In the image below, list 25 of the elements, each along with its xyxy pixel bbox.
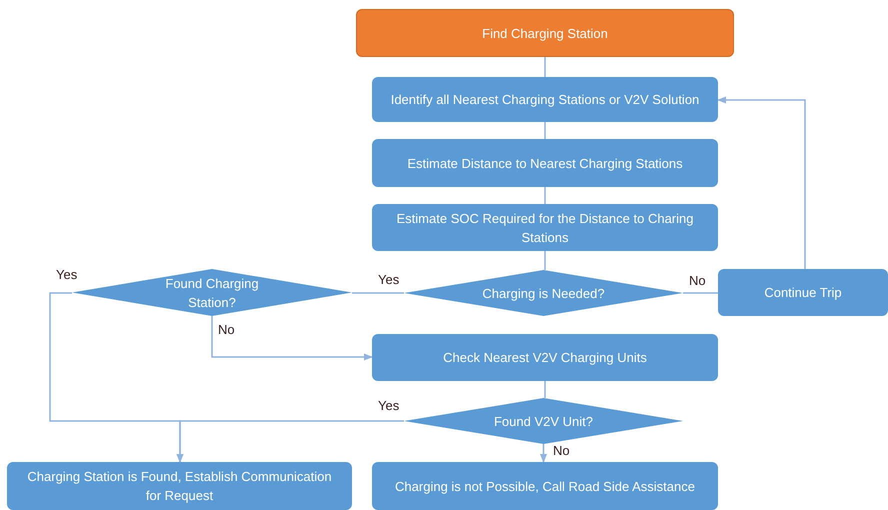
- node-text: Found V2V Unit?: [492, 412, 594, 430]
- node-text: Continue Trip: [763, 284, 843, 302]
- process-box: [372, 77, 718, 122]
- node-text: Found Charging Station?: [164, 274, 260, 312]
- connector-arrow: [540, 444, 548, 463]
- node-text: Estimate Distance to Nearest Charging Stations: [406, 154, 684, 172]
- decision-diamond: [404, 398, 683, 444]
- process-box: [372, 139, 718, 187]
- decision-diamond: [404, 270, 683, 316]
- node-text: Charging is not Possible, Call Road Side Assistance: [394, 478, 696, 496]
- process-box: [372, 334, 718, 381]
- process-box: [718, 269, 888, 316]
- node-text: Check Nearest V2V Charging Units: [442, 349, 648, 367]
- connector-arrow: [211, 316, 373, 361]
- connector-arrow: [717, 96, 806, 269]
- node-text: Find Charging Station: [481, 24, 609, 42]
- process-box: [372, 462, 718, 510]
- node-text: Identify all Nearest Charging Stations or V2V Solution: [390, 91, 700, 109]
- node-text: Estimate SOC Required for the Distance to Charing Stations: [396, 210, 694, 246]
- connector-arrow: [176, 420, 404, 463]
- process-box: [372, 204, 718, 251]
- node-text: Charging Station is Found, Establish Communication for Request: [26, 468, 333, 505]
- start-box: [356, 9, 734, 57]
- process-box: [7, 462, 352, 510]
- node-text: Charging is Needed?: [481, 284, 606, 302]
